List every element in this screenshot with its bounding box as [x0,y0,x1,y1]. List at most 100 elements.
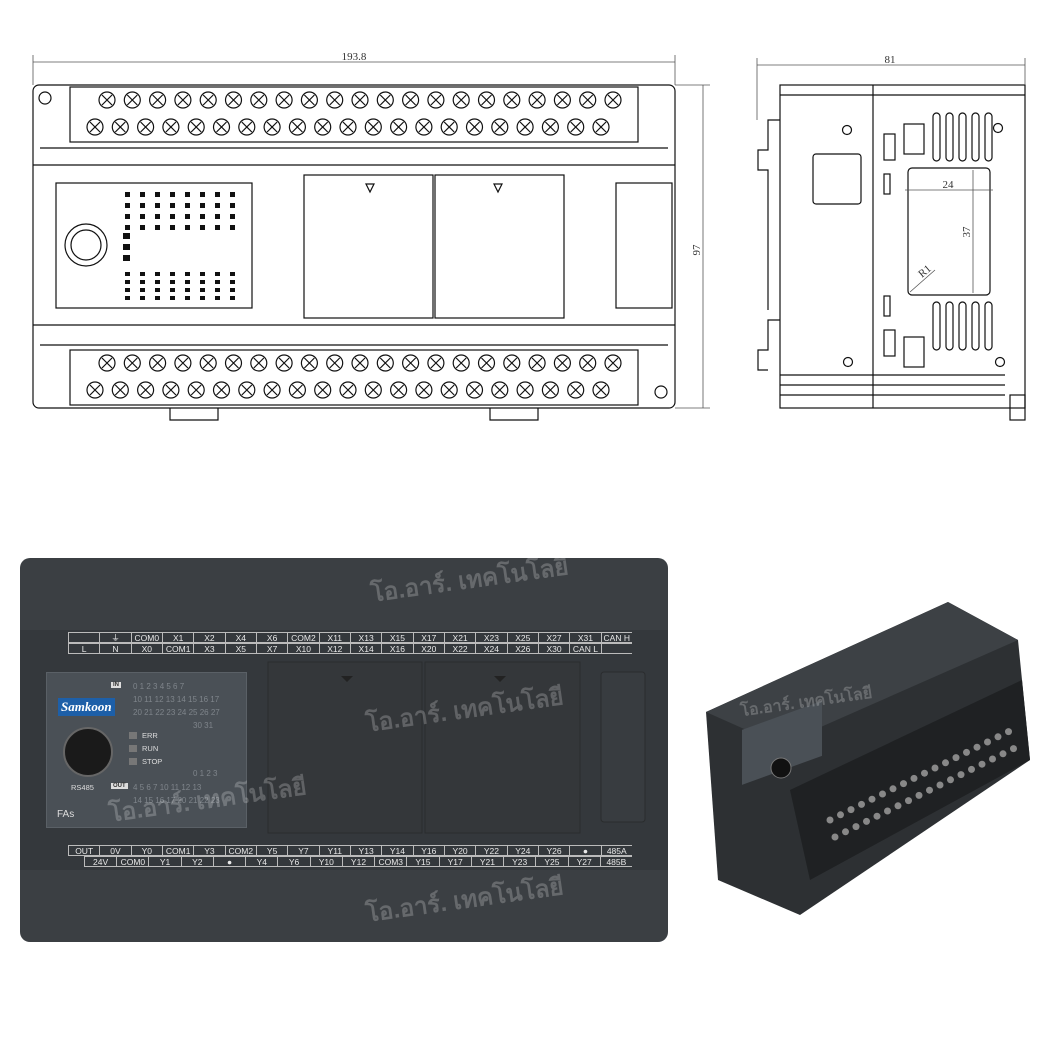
terminal-screw [516,118,534,136]
terminal-screw [250,91,268,109]
terminal-screw [86,381,104,399]
terminal-label: Y12 [341,856,375,867]
terminal-screw [440,381,458,399]
port-label: RS485 [71,783,94,792]
terminal-label: COM0 [130,632,162,643]
terminal-screw [973,743,981,751]
terminal-screw [162,118,180,136]
terminal-screw [123,91,141,109]
terminal-screw [465,118,484,136]
terminal-screw [852,823,860,831]
terminal-label: Y5 [255,845,288,856]
terminal-screw [873,812,881,820]
terminal-label: X11 [318,632,350,643]
terminal-screw [858,800,865,808]
terminal-label: Y27 [567,856,600,867]
terminal-screw [212,381,231,399]
terminal-screw [592,118,610,136]
terminal-label [68,632,100,643]
terminal-screw [263,381,281,399]
terminal-label: X3 [193,643,225,654]
terminal-label: X15 [381,632,413,643]
terminal-screw [921,769,928,777]
terminal-screw [364,381,382,399]
terminal-screw [390,118,408,136]
terminal-screw [477,354,496,372]
rs485-port[interactable] [63,727,113,777]
terminal-screw [427,354,445,372]
terminal-screw [314,381,332,399]
terminal-cover-right [424,661,581,834]
terminal-screw [326,91,344,109]
terminal-screw [326,354,344,372]
terminal-label: Y25 [535,856,568,867]
terminal-screw [889,785,897,793]
terminal-screw [968,765,975,773]
terminal-screw [567,118,585,136]
terminal-label: Y4 [245,856,278,867]
brand-logo: Samkoon [58,698,115,716]
terminal-screw [1005,728,1012,736]
terminal-screw [516,381,534,399]
terminal-screw [187,381,205,399]
terminal-screw [826,816,834,824]
terminal-screw [1010,745,1017,753]
terminal-screw [842,828,849,836]
terminal-label: X0 [130,643,162,654]
terminal-screw [592,381,610,399]
terminal-label: Y11 [318,845,350,856]
front-cover-left [303,174,434,319]
terminal-label: X30 [537,643,570,654]
terminal-screw [199,354,217,372]
terminal-label: Y6 [277,856,310,867]
stop-led-label: STOP [142,757,163,766]
terminal-screw [149,354,167,372]
terminal-screw [174,91,192,109]
terminal-screw [98,91,116,109]
terminal-screw [339,118,357,136]
terminal-label: Y21 [470,856,504,867]
terminal-screw [111,381,129,399]
terminal-label: Y1 [148,856,181,867]
terminal-label: Y13 [349,845,382,856]
terminal-label: X16 [381,643,413,654]
terminal-screw [491,118,509,136]
in-tag: IN [111,682,121,688]
terminal-screw [212,118,231,136]
terminal-screw [947,776,954,784]
terminal-label: X23 [475,632,507,643]
terminal-label: Y14 [381,845,413,856]
terminal-label: X6 [255,632,288,643]
terminal-screw [199,91,217,109]
terminal-screw [604,354,622,372]
cutout-width-dim: 24 [943,179,955,191]
terminal-screw [541,381,560,399]
terminal-screw [123,354,141,372]
terminal-label: X25 [506,632,538,643]
terminal-screw [402,354,420,372]
err-led-label: ERR [142,731,158,740]
terminal-screw [604,91,622,109]
terminal-label: Y3 [193,845,225,856]
terminal-label: X14 [349,643,382,654]
terminal-screw [910,774,918,782]
terminal-label: X21 [443,632,476,643]
terminal-screw [452,354,470,372]
terminal-screw [288,381,306,399]
terminal-label: X4 [224,632,256,643]
terminal-label: ⏚ [99,632,131,643]
terminal-label: N [99,643,131,654]
terminal-label: X10 [287,643,319,654]
terminal-screw [900,780,907,788]
terminal-screw [989,755,996,763]
terminal-label: Y26 [537,845,570,856]
terminal-label: COM1 [161,845,194,856]
in-led-numbers: 0 1 2 3 4 5 6 7 [133,682,185,691]
terminal-label: L [68,643,100,654]
terminal-label: X12 [318,643,350,654]
terminal-screw [579,91,597,109]
terminal-screw [528,91,546,109]
terminal-screw [884,807,891,815]
terminal-label: X31 [569,632,601,643]
